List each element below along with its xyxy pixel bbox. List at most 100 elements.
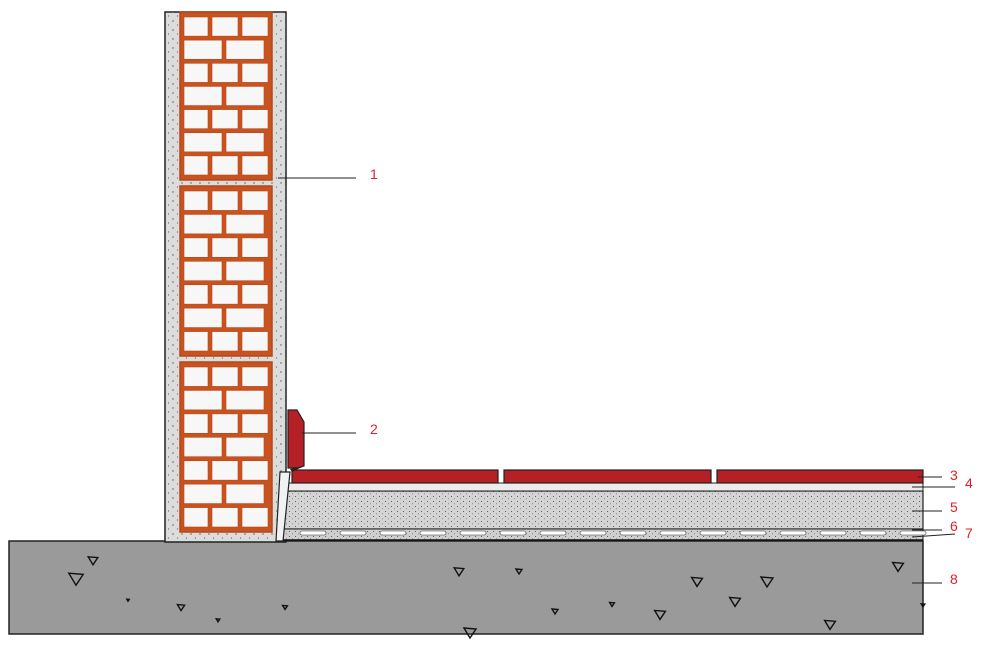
brick	[183, 483, 223, 504]
membrane-cell	[299, 530, 327, 536]
callout-4: 4	[965, 475, 973, 491]
aggregate	[452, 566, 466, 578]
brick	[211, 109, 239, 130]
callout-7: 7	[965, 525, 973, 541]
membrane-cell	[579, 530, 607, 536]
brick	[183, 155, 209, 176]
brick	[183, 307, 223, 328]
brick	[225, 214, 265, 235]
brick	[225, 390, 265, 411]
membrane-cell	[899, 530, 927, 536]
aggregate	[690, 576, 704, 588]
brick-masonry	[179, 11, 273, 533]
adhesive-bed	[287, 482, 924, 492]
brick	[183, 86, 223, 106]
membrane-cell	[699, 530, 727, 536]
aggregate	[176, 603, 186, 612]
brick	[241, 109, 269, 130]
brick	[183, 413, 209, 434]
brick	[211, 507, 239, 528]
membrane-cell	[339, 530, 367, 536]
brick	[241, 284, 269, 305]
aggregate	[891, 561, 905, 573]
aggregate	[514, 568, 524, 576]
aggregate	[86, 555, 100, 567]
brick	[225, 260, 265, 282]
brick	[211, 284, 239, 305]
membrane-layers	[279, 528, 927, 542]
brick	[225, 39, 265, 60]
membrane-cell	[419, 530, 447, 536]
brick	[183, 214, 223, 235]
membrane-cell	[739, 530, 767, 536]
brick	[183, 132, 223, 153]
callout-8: 8	[950, 571, 958, 587]
membrane-cell	[819, 530, 847, 536]
membrane-cell	[499, 530, 527, 536]
brick	[183, 390, 223, 411]
brick	[211, 413, 239, 434]
aggregate	[550, 608, 560, 616]
brick	[241, 366, 269, 387]
aggregate	[919, 602, 927, 609]
brick	[225, 307, 265, 328]
brick	[241, 507, 269, 528]
callout-6: 6	[950, 518, 958, 534]
brick	[183, 366, 209, 387]
screed-layer	[281, 490, 924, 530]
aggregate	[214, 617, 222, 624]
brick	[241, 62, 269, 83]
brick	[225, 483, 265, 504]
brick	[241, 155, 269, 176]
concrete-slab	[8, 540, 927, 640]
brick	[211, 331, 239, 352]
brick	[241, 413, 269, 434]
perimeter-joint-strip	[275, 471, 291, 542]
brick	[183, 260, 223, 282]
aggregate	[125, 598, 131, 603]
brick	[211, 237, 239, 258]
brick	[183, 16, 209, 37]
membrane-cell	[539, 530, 567, 536]
brick	[183, 109, 209, 130]
aggregate	[67, 572, 85, 587]
callout-5: 5	[950, 499, 958, 515]
membrane-cell	[379, 530, 407, 536]
brick	[183, 436, 223, 458]
brick	[183, 331, 209, 352]
membrane-cell	[659, 530, 687, 536]
brick	[241, 190, 269, 211]
aggregate	[608, 601, 616, 608]
brick	[211, 366, 239, 387]
callout-3: 3	[950, 467, 958, 483]
aggregate	[281, 604, 289, 611]
brick	[183, 237, 209, 258]
brick	[183, 39, 223, 60]
brick	[241, 331, 269, 352]
membrane-cell	[619, 530, 647, 536]
brick	[183, 62, 209, 83]
aggregate	[462, 627, 478, 640]
skirting-tile	[287, 409, 305, 472]
brick	[211, 62, 239, 83]
leader-lines	[278, 177, 956, 584]
brick	[225, 436, 265, 458]
brick	[241, 16, 269, 37]
brick	[211, 460, 239, 481]
aggregate	[728, 596, 742, 608]
aggregate	[653, 609, 667, 621]
callout-labels: 1 2 3 4 5 6 7 8	[370, 166, 973, 587]
brick	[211, 155, 239, 176]
brick	[241, 237, 269, 258]
callout-1: 1	[370, 166, 378, 182]
callout-2: 2	[370, 421, 378, 437]
brick	[225, 86, 265, 106]
brick	[241, 460, 269, 481]
floor-tiles	[291, 469, 924, 484]
brick	[183, 507, 209, 528]
brick	[211, 190, 239, 211]
aggregate	[759, 576, 775, 589]
brick	[183, 190, 209, 211]
brick	[183, 284, 209, 305]
